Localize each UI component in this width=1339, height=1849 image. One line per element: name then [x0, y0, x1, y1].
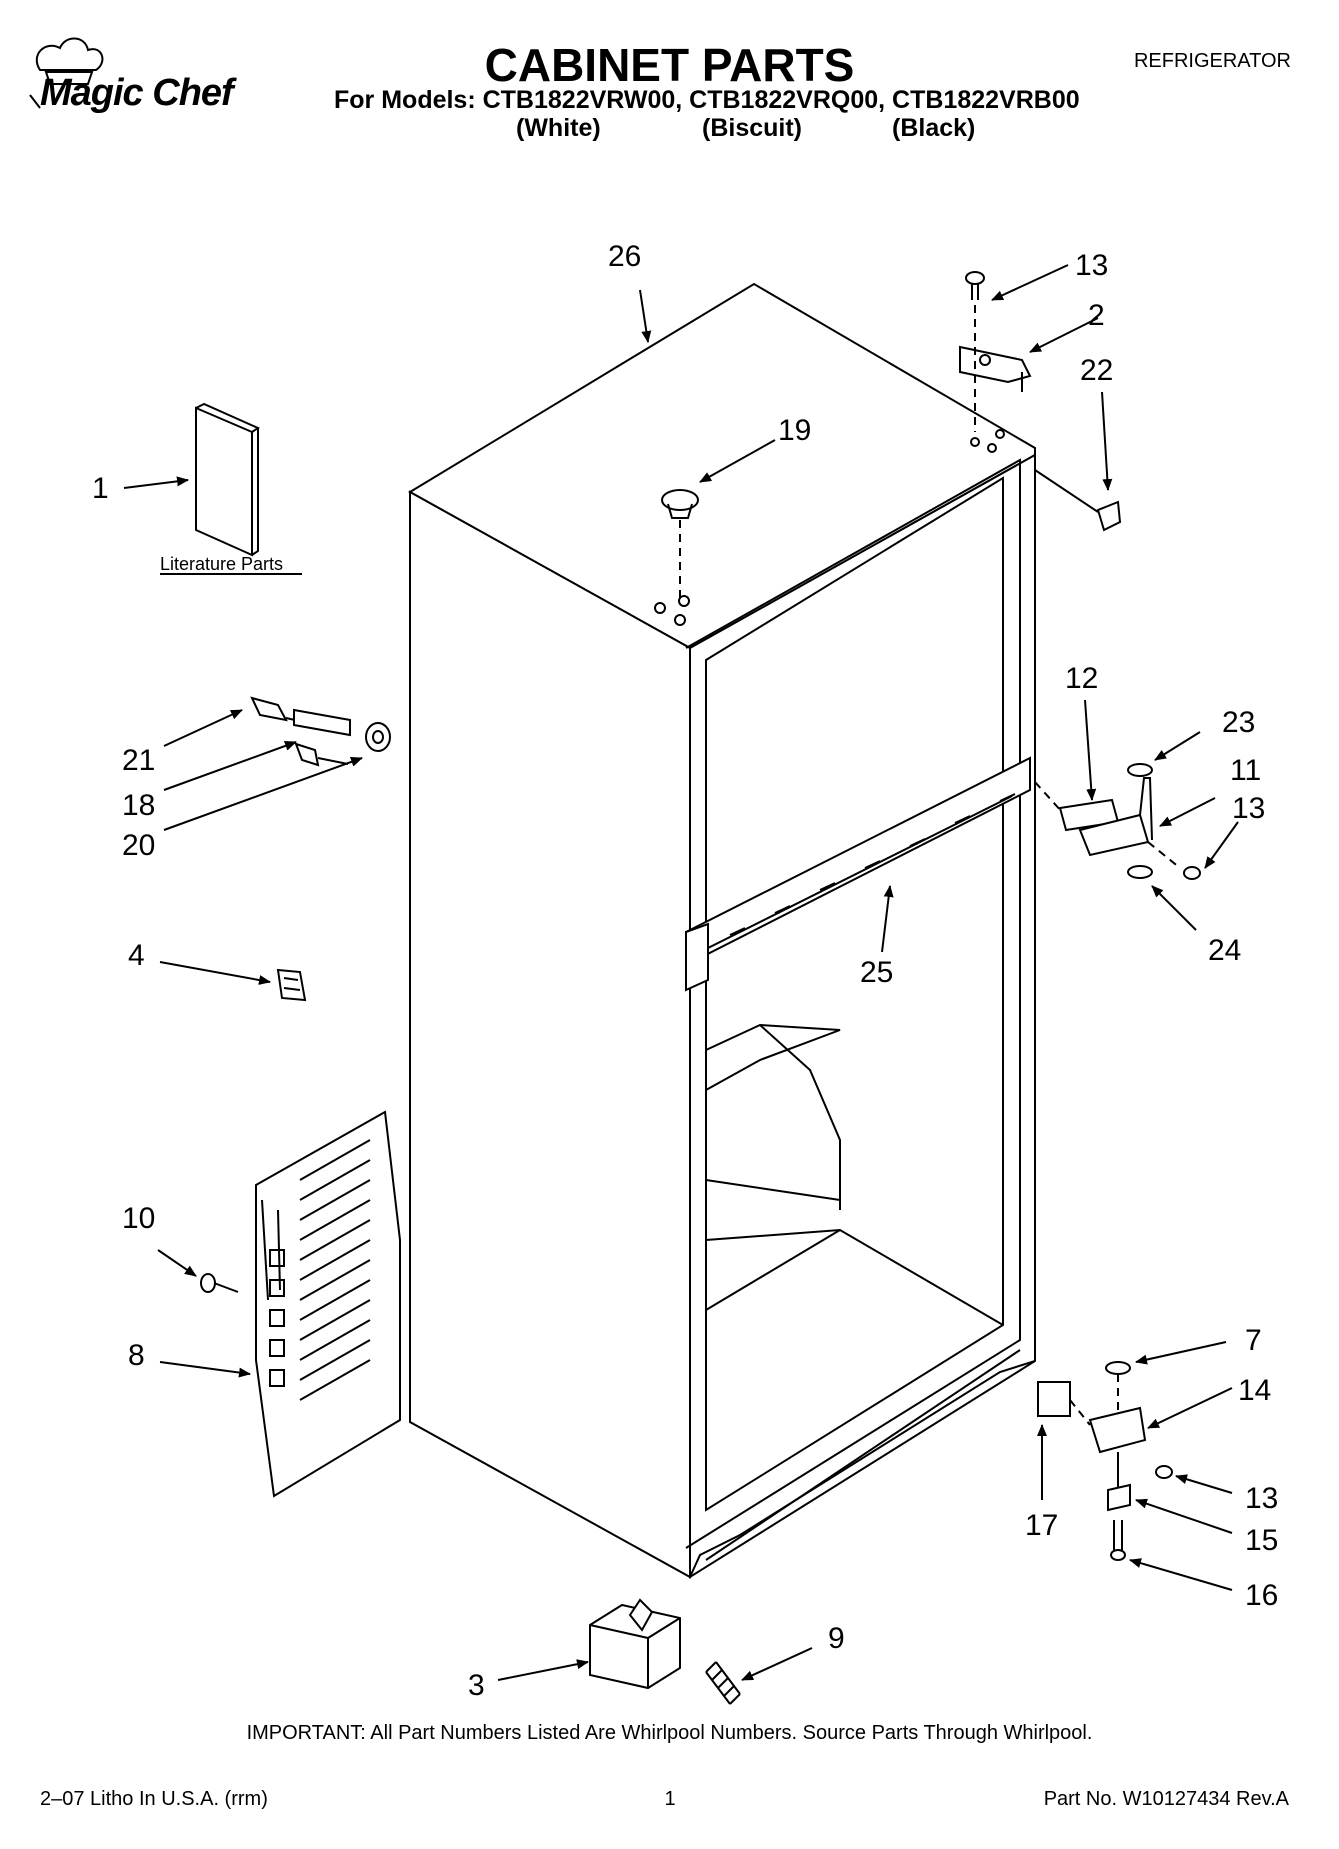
- screw-part-10: [200, 1273, 239, 1293]
- callout-22: 22: [1080, 354, 1113, 387]
- plug-part-19: [661, 489, 699, 598]
- callout-17: 17: [1025, 1509, 1058, 1542]
- callout-13-top: 13: [1075, 249, 1108, 282]
- top-hinge-assembly: [959, 271, 1032, 432]
- leader-lines: [123, 264, 1239, 1681]
- literature-part-1: Literature Parts: [160, 402, 302, 575]
- bottom-hinge-assembly: [1037, 1361, 1173, 1561]
- callout-4: 4: [128, 939, 145, 972]
- callout-2: 2: [1088, 299, 1105, 332]
- spring-part-9: [705, 1661, 741, 1705]
- center-rail: [685, 756, 1031, 992]
- callout-10: 10: [122, 1202, 155, 1235]
- callout-8: 8: [128, 1339, 145, 1372]
- callout-11: 11: [1230, 754, 1261, 787]
- variant-black: (Black): [892, 114, 976, 142]
- top-holes: [654, 429, 1005, 626]
- callout-numbers: 26 13 2 22 19 1 21 18 20 4 10 8 12 23 11…: [92, 240, 1278, 1702]
- part-number: Part No. W10127434 Rev.A: [1043, 1788, 1289, 1810]
- grille-part-8: [255, 1110, 401, 1498]
- literature-caption: Literature Parts: [160, 554, 283, 574]
- callout-21: 21: [122, 744, 155, 777]
- category-label: REFRIGERATOR: [1133, 50, 1291, 72]
- callout-13-mid: 13: [1232, 792, 1265, 825]
- clip-part-4: [276, 968, 307, 1002]
- callout-13-bottom: 13: [1245, 1482, 1278, 1515]
- hinge-pin-assembly-left: [250, 696, 391, 767]
- callout-24: 24: [1208, 934, 1241, 967]
- callout-3: 3: [468, 1669, 485, 1702]
- callout-12: 12: [1065, 662, 1098, 695]
- brand-logo: Magic Chef: [40, 72, 234, 115]
- middle-hinge-assembly: [1034, 763, 1201, 880]
- leveling-block-part-3: [589, 1598, 681, 1690]
- callout-26: 26: [608, 240, 641, 273]
- variant-biscuit: (Biscuit): [702, 114, 802, 142]
- callout-9: 9: [828, 1622, 845, 1655]
- callout-19: 19: [778, 414, 811, 447]
- callout-1: 1: [92, 472, 109, 505]
- litho-line: 2–07 Litho In U.S.A. (rrm): [40, 1788, 268, 1810]
- page-number: 1: [664, 1788, 676, 1810]
- callout-7: 7: [1245, 1324, 1262, 1357]
- callout-20: 20: [122, 829, 155, 862]
- callout-16: 16: [1245, 1579, 1278, 1612]
- models-line: For Models: CTB1822VRW00, CTB1822VRQ00, …: [334, 86, 1080, 114]
- callout-14: 14: [1238, 1374, 1271, 1407]
- variant-white: (White): [516, 114, 601, 142]
- callout-23: 23: [1222, 706, 1255, 739]
- cabinet-body: [408, 282, 1036, 1579]
- cap-part-22: [1034, 469, 1122, 532]
- important-notice: IMPORTANT: All Part Numbers Listed Are W…: [246, 1722, 1093, 1744]
- callout-25: 25: [860, 956, 893, 989]
- brand-name: Magic Chef: [40, 72, 234, 114]
- chef-hat-icon: [29, 37, 104, 109]
- callout-18: 18: [122, 789, 155, 822]
- page-title: CABINET PARTS: [484, 39, 855, 91]
- callout-15: 15: [1245, 1524, 1278, 1557]
